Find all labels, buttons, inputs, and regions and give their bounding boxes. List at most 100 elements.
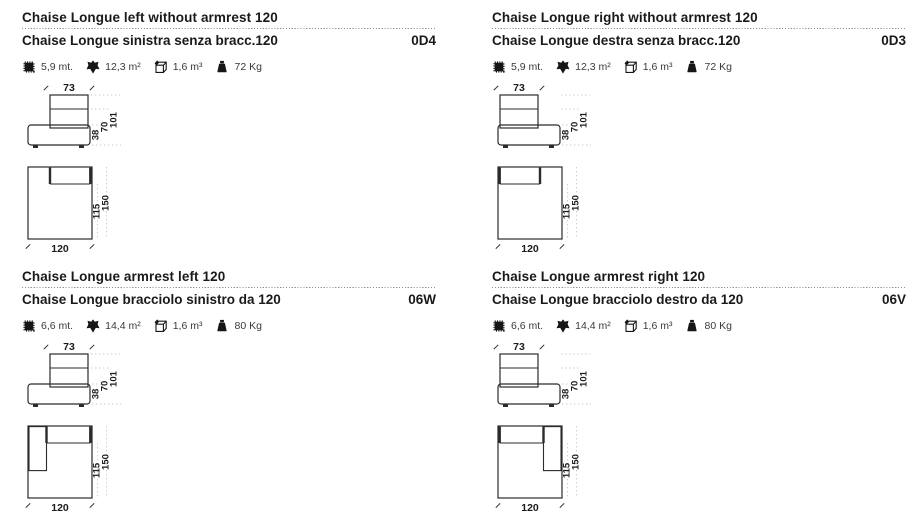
spec-value: 14,4 m² [575, 320, 611, 333]
product-title-it: Chaise Longue destra senza bracc.120 [492, 33, 741, 49]
product-code: 0D4 [411, 33, 436, 49]
volume-icon [154, 319, 168, 333]
dim-seat-height: 38 [91, 130, 102, 141]
spec-value: 5,9 mt. [511, 61, 544, 74]
volume-icon [154, 60, 168, 74]
spec-item: 1,6 m³ [624, 60, 672, 74]
product-title-it: Chaise Longue bracciolo destro da 120 [492, 292, 744, 308]
spec-item: 12,3 m² [86, 60, 141, 74]
spec-row: 6,6 mt. 14,4 m² 1,6 m³ 80 Kg [492, 319, 906, 333]
dim-width: 120 [51, 243, 69, 255]
product-card: Chaise Longue armrest right 120 Chaise L… [492, 269, 906, 528]
spec-value: 1,6 m³ [172, 320, 203, 333]
spec-value: 80 Kg [704, 320, 732, 333]
spec-row: 5,9 mt. 12,3 m² 1,6 m³ 72 Kg [492, 60, 906, 74]
dim-total-height: 101 [109, 112, 120, 129]
dim-total-depth: 150 [101, 454, 112, 470]
dim-total-depth: 150 [571, 195, 582, 211]
dim-back-width: 73 [63, 82, 75, 94]
product-code: 06V [881, 292, 906, 308]
dim-back-width: 73 [63, 341, 75, 353]
leather-area-icon [556, 319, 570, 333]
product-title-en: Chaise Longue armrest right 120 [492, 269, 706, 284]
dim-width: 120 [521, 502, 539, 514]
spec-item: 80 Kg [685, 319, 732, 333]
weight-icon [215, 319, 229, 333]
dotted-divider [22, 28, 436, 30]
weight-icon [685, 319, 699, 333]
spec-value: 6,6 mt. [511, 320, 544, 333]
dim-width: 120 [521, 243, 539, 255]
dim-total-height: 101 [109, 371, 120, 388]
spec-item: 5,9 mt. [492, 60, 543, 74]
dim-seat-depth: 115 [92, 463, 103, 479]
spec-item: 72 Kg [685, 60, 732, 74]
spec-value: 1,6 m³ [642, 320, 673, 333]
dim-back-height: 70 [570, 381, 581, 392]
spec-value: 80 Kg [234, 320, 262, 333]
dim-back-width: 73 [513, 341, 525, 353]
spec-item: 5,9 mt. [22, 60, 73, 74]
spec-value: 12,3 m² [105, 61, 141, 74]
product-title-it: Chaise Longue bracciolo sinistro da 120 [22, 292, 281, 308]
leather-area-icon [556, 60, 570, 74]
spec-item: 1,6 m³ [154, 319, 203, 333]
dim-back-width: 73 [513, 82, 525, 94]
spec-item: 14,4 m² [86, 319, 141, 333]
spec-value: 1,6 m³ [172, 61, 203, 74]
spec-value: 72 Kg [234, 61, 262, 74]
product-title-it: Chaise Longue sinistra senza bracc.120 [22, 33, 278, 49]
dim-seat-height: 38 [561, 389, 572, 400]
dim-seat-height: 38 [91, 389, 102, 400]
product-card: Chaise Longue left without armrest 120 C… [22, 10, 436, 269]
fabric-meters-icon [492, 60, 506, 74]
spec-value: 12,3 m² [575, 61, 611, 74]
product-code: 0D3 [881, 33, 906, 49]
volume-icon [624, 60, 638, 74]
spec-item: 1,6 m³ [624, 319, 673, 333]
fabric-meters-icon [22, 319, 36, 333]
spec-item: 72 Kg [215, 60, 262, 74]
spec-item: 6,6 mt. [22, 319, 73, 333]
product-title-en: Chaise Longue right without armrest 120 [492, 10, 758, 25]
product-code: 06W [408, 292, 436, 308]
dotted-divider [492, 287, 906, 289]
leather-area-icon [86, 319, 100, 333]
spec-value: 5,9 mt. [41, 61, 74, 74]
dim-total-height: 101 [579, 112, 590, 129]
spec-row: 6,6 mt. 14,4 m² 1,6 m³ 80 Kg [22, 319, 436, 333]
spec-value: 72 Kg [704, 61, 732, 74]
product-card: Chaise Longue armrest left 120 Chaise Lo… [22, 269, 436, 528]
spec-item: 80 Kg [215, 319, 262, 333]
spec-value: 6,6 mt. [41, 320, 74, 333]
spec-item: 12,3 m² [556, 60, 611, 74]
fabric-meters-icon [22, 60, 36, 74]
dotted-divider [22, 287, 436, 289]
dim-back-height: 70 [100, 122, 111, 133]
spec-row: 5,9 mt. 12,3 m² 1,6 m³ 72 Kg [22, 60, 436, 74]
dim-total-depth: 150 [571, 454, 582, 470]
volume-icon [624, 319, 638, 333]
dim-width: 120 [51, 502, 69, 514]
dim-back-height: 70 [570, 122, 581, 133]
dim-seat-depth: 115 [562, 463, 573, 479]
spec-value: 14,4 m² [105, 320, 141, 333]
dim-total-height: 101 [579, 371, 590, 388]
weight-icon [685, 60, 699, 74]
spec-item: 1,6 m³ [154, 60, 203, 74]
leather-area-icon [86, 60, 100, 74]
dim-total-depth: 150 [101, 195, 112, 211]
dim-back-height: 70 [100, 381, 111, 392]
dim-seat-height: 38 [561, 130, 572, 141]
product-title-en: Chaise Longue left without armrest 120 [22, 10, 278, 25]
product-title-en: Chaise Longue armrest left 120 [22, 269, 226, 284]
dim-seat-depth: 115 [92, 204, 103, 220]
weight-icon [215, 60, 229, 74]
fabric-meters-icon [492, 319, 506, 333]
product-card: Chaise Longue right without armrest 120 … [492, 10, 906, 269]
